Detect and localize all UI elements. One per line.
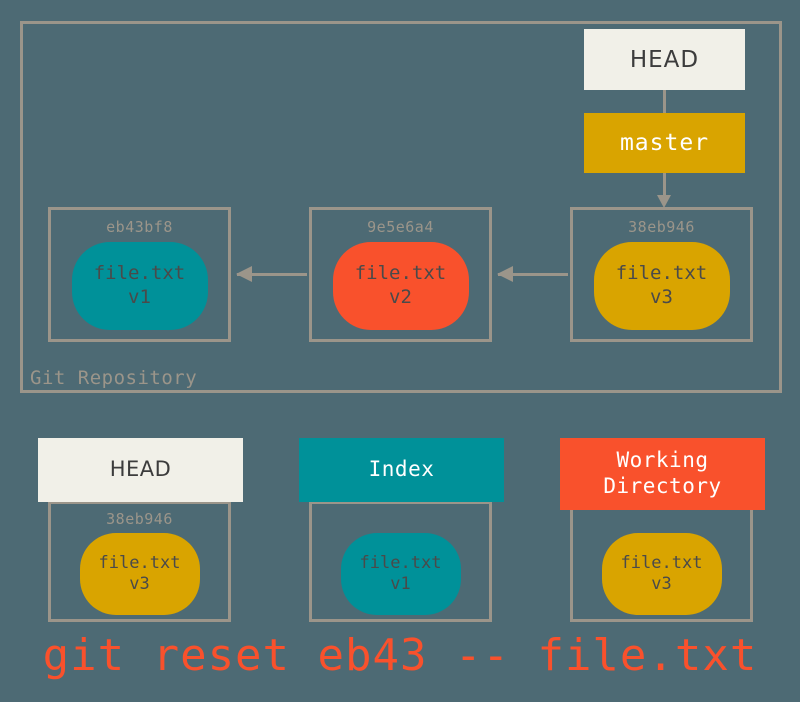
blob-filename: file.txt xyxy=(620,552,703,573)
area-blob: file.txt v3 xyxy=(79,533,200,615)
commit-box-9e5e6a4: 9e5e6a4 file.txt v2 xyxy=(309,207,492,342)
blob-version: v1 xyxy=(390,574,411,594)
git-repository-container xyxy=(20,21,782,393)
blob-filename: file.txt xyxy=(93,262,186,285)
commit-blob: file.txt v2 xyxy=(332,242,469,330)
commit-hash-label: 38eb946 xyxy=(628,218,695,236)
head-pointer-box: HEAD xyxy=(584,29,745,90)
blob-version: v2 xyxy=(389,286,412,308)
area-box-index: file.txt v1 xyxy=(309,501,492,622)
blob-version: v1 xyxy=(128,286,151,308)
blob-filename: file.txt xyxy=(359,552,442,573)
master-branch-box: master xyxy=(584,113,745,173)
commit-box-eb43bf8: eb43bf8 file.txt v1 xyxy=(48,207,231,342)
blob-filename: file.txt xyxy=(615,262,708,285)
commit-box-38eb946: 38eb946 file.txt v3 xyxy=(570,207,753,342)
blob-filename: file.txt xyxy=(98,552,181,573)
blob-version: v3 xyxy=(651,574,672,594)
command-caption: git reset eb43 -- file.txt xyxy=(42,630,758,681)
commit-blob: file.txt v1 xyxy=(71,242,208,330)
working-directory-line1: Working xyxy=(616,448,709,473)
working-directory-line2: Directory xyxy=(603,474,722,498)
area-header-working-directory: Working Directory xyxy=(560,438,765,510)
blob-version: v3 xyxy=(129,574,150,594)
area-box-working-directory: file.txt v3 xyxy=(570,501,753,622)
commit-blob: file.txt v3 xyxy=(593,242,730,330)
blob-version: v3 xyxy=(650,286,673,308)
commit-link-arrow xyxy=(497,266,568,282)
area-blob: file.txt v1 xyxy=(340,533,461,615)
head-to-master-connector xyxy=(663,90,666,114)
commit-hash-label: 9e5e6a4 xyxy=(367,218,434,236)
area-header-head: HEAD xyxy=(38,438,243,502)
git-repository-label: Git Repository xyxy=(30,367,198,389)
master-to-commit-arrow xyxy=(657,173,671,208)
area-box-head: 38eb946 file.txt v3 xyxy=(48,501,231,622)
blob-filename: file.txt xyxy=(354,262,447,285)
area-header-index: Index xyxy=(299,438,504,502)
area-hash-label: 38eb946 xyxy=(106,510,173,528)
commit-link-arrow xyxy=(236,266,307,282)
commit-hash-label: eb43bf8 xyxy=(106,218,173,236)
area-blob: file.txt v3 xyxy=(601,533,722,615)
